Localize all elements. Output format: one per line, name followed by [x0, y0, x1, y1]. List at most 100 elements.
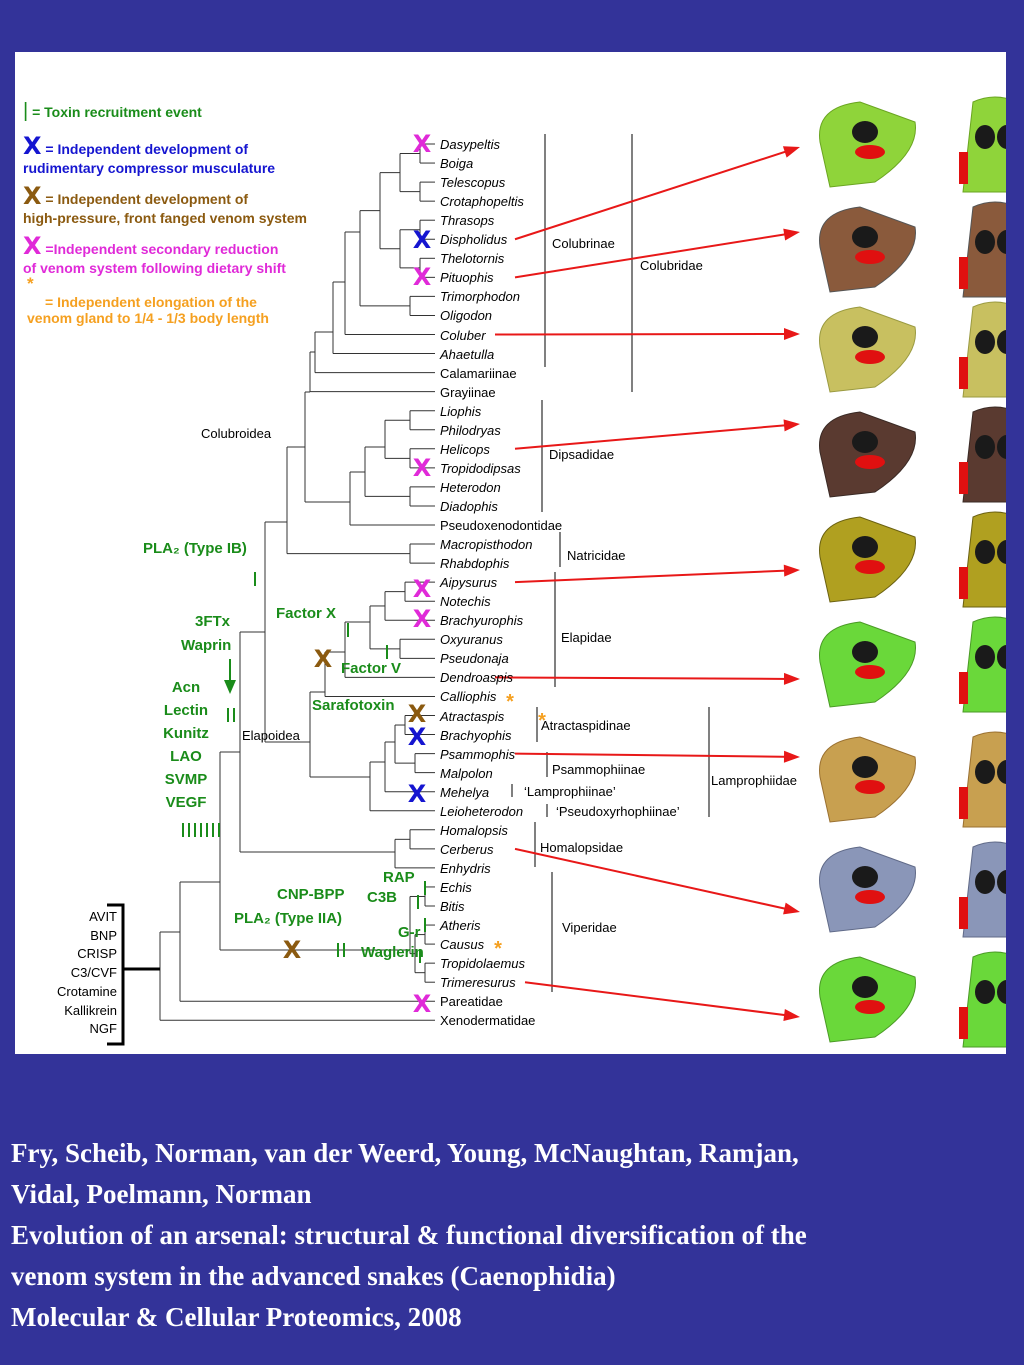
- snake-side-view-6: [819, 736, 916, 823]
- ancestral-toxin-crisp: CRISP: [77, 946, 117, 962]
- snake-side-view-2: [819, 306, 916, 393]
- taxon-causus: Causus: [440, 937, 485, 953]
- taxon-brachyophis: Brachyophis: [440, 727, 512, 743]
- star-causus: *: [494, 938, 502, 960]
- taxon-brachyurophis: Brachyurophis: [440, 613, 524, 629]
- venom-gland-6: [855, 780, 885, 794]
- clade-elapoidea: Elapoidea: [242, 728, 300, 743]
- taxon-enhydris: Enhydris: [440, 860, 491, 876]
- top-gland-left-0: [959, 152, 968, 184]
- taxon-echis: Echis: [440, 879, 472, 895]
- taxon-pseudoxenodontidae: Pseudoxenodontidae: [440, 518, 563, 533]
- x-viperidae-frontfang: X: [283, 936, 302, 964]
- venom-gland-8: [855, 1000, 885, 1014]
- snake-top-eye-right-5: [997, 645, 1006, 669]
- top-gland-left-3: [959, 462, 968, 494]
- taxon-calamariinae: Calamariinae: [440, 365, 517, 381]
- venom-gland-4: [855, 560, 885, 574]
- taxon-oligodon: Oligodon: [440, 308, 493, 324]
- taxon-macropisthodon: Macropisthodon: [440, 537, 533, 553]
- red-arrow-7: [514, 847, 793, 912]
- ancestral-toxin-ngf: NGF: [89, 1021, 117, 1037]
- ancestral-toxin-crotamine: Crotamine: [57, 983, 117, 999]
- taxon-psammophis: Psammophis: [440, 746, 516, 762]
- snake-top-eye-left-5: [975, 645, 995, 669]
- snake-eye-4: [852, 536, 878, 558]
- x-aipysurus: X: [413, 575, 432, 603]
- star-atractaspis: *: [538, 710, 546, 732]
- red-arrow-head-6: [783, 750, 800, 763]
- taxon-aipysurus: Aipysurus: [440, 575, 498, 591]
- x-brachyurophis: X: [413, 605, 432, 633]
- caption-authors-line1: Fry, Scheib, Norman, van der Weerd, Youn…: [11, 1138, 799, 1168]
- snake-side-view-3: [819, 411, 916, 498]
- ancestral-toxin-kallikrein: Kallikrein: [64, 1002, 117, 1018]
- snake-top-eye-right-7: [997, 870, 1006, 894]
- toxin-pla2-type-iia: PLA₂ (Type IIA): [234, 910, 343, 927]
- top-gland-left-4: [959, 567, 968, 599]
- snake-top-eye-left-3: [975, 435, 995, 459]
- x-tropidodipsas: X: [413, 454, 432, 482]
- ancestral-toxin-avit: AVIT: [89, 909, 117, 924]
- toxin-3ftx: 3FTx: [195, 613, 231, 630]
- clade-viperidae: Viperidae: [562, 920, 617, 935]
- taxon-cerberus: Cerberus: [440, 841, 494, 857]
- x-elapidae-frontfang: X: [314, 645, 333, 673]
- snake-side-view-1: [819, 206, 916, 293]
- x-mehelya: X: [408, 780, 427, 808]
- magenta-x-icon: X: [23, 232, 42, 260]
- toxin-sarafotoxin: Sarafotoxin: [312, 697, 395, 714]
- toxin-vegf: VEGF: [165, 794, 207, 811]
- red-arrow-head-5: [783, 672, 800, 685]
- toxin-cnp-bpp: CNP-BPP: [277, 886, 345, 903]
- clade-lamprophiidae: Lamprophiidae: [711, 773, 798, 788]
- x-brachyophis: X: [408, 723, 427, 751]
- top-gland-left-6: [959, 787, 968, 819]
- taxon-tropidodipsas: Tropidodipsas: [440, 460, 521, 476]
- snake-eye-1: [852, 226, 878, 248]
- toxin-waglerin: Waglerin: [361, 944, 424, 961]
- clade-pseudoxyrhophiinae: ‘Pseudoxyrhophiinae’: [556, 804, 680, 819]
- snake-top-eye-right-6: [997, 760, 1006, 784]
- top-gland-left-1: [959, 257, 968, 289]
- snake-eye-7: [852, 866, 878, 888]
- red-arrow-5: [494, 676, 793, 680]
- toxin-acn: Acn: [171, 679, 201, 696]
- toxin-factor-v: Factor V: [341, 660, 402, 677]
- red-arrow-1: [514, 232, 793, 279]
- taxon-dasypeltis: Dasypeltis: [440, 137, 500, 152]
- snake-top-eye-right-1: [997, 230, 1006, 254]
- clade-homalopsidae: Homalopsidae: [540, 840, 624, 855]
- venom-gland-2: [855, 350, 885, 364]
- x-pareatidae: X: [413, 990, 432, 1018]
- red-arrow-head-8: [783, 1009, 800, 1021]
- snake-side-view-8: [819, 956, 916, 1043]
- ancestral-bracket: [107, 903, 125, 1046]
- toxin-c3b: C3B: [367, 889, 398, 906]
- red-arrow-head-7: [783, 902, 800, 915]
- brown-x-icon: X: [23, 182, 42, 210]
- taxon-coluber: Coluber: [440, 327, 486, 343]
- snake-eye-6: [852, 756, 878, 778]
- taxon-philodryas: Philodryas: [440, 422, 501, 438]
- red-arrow-head-1: [783, 228, 800, 241]
- top-gland-left-8: [959, 1007, 968, 1039]
- snake-top-eye-right-4: [997, 540, 1006, 564]
- red-arrow-4: [514, 569, 793, 584]
- clade-colubridae: Colubridae: [640, 258, 703, 273]
- ancestral-toxin-c3-cvf: C3/CVF: [70, 965, 117, 981]
- toxin-rap: RAP: [383, 869, 415, 886]
- toxin-pla2-type-ib: PLA₂ (Type IB): [143, 540, 247, 557]
- snake-top-eye-left-0: [975, 125, 995, 149]
- taxon-rhabdophis: Rhabdophis: [440, 556, 510, 572]
- toxin-kunitz: Kunitz: [163, 725, 209, 742]
- taxon-trimeresurus: Trimeresurus: [440, 975, 516, 991]
- top-gland-left-7: [959, 897, 968, 929]
- toxin-factor-x: Factor X: [276, 605, 337, 622]
- snake-eye-5: [852, 641, 878, 663]
- legend-front-fang: X = Independent development of high-pres…: [23, 182, 307, 226]
- venom-gland-3: [855, 455, 885, 469]
- red-arrow-0: [514, 148, 793, 241]
- snake-side-view-0: [819, 101, 916, 188]
